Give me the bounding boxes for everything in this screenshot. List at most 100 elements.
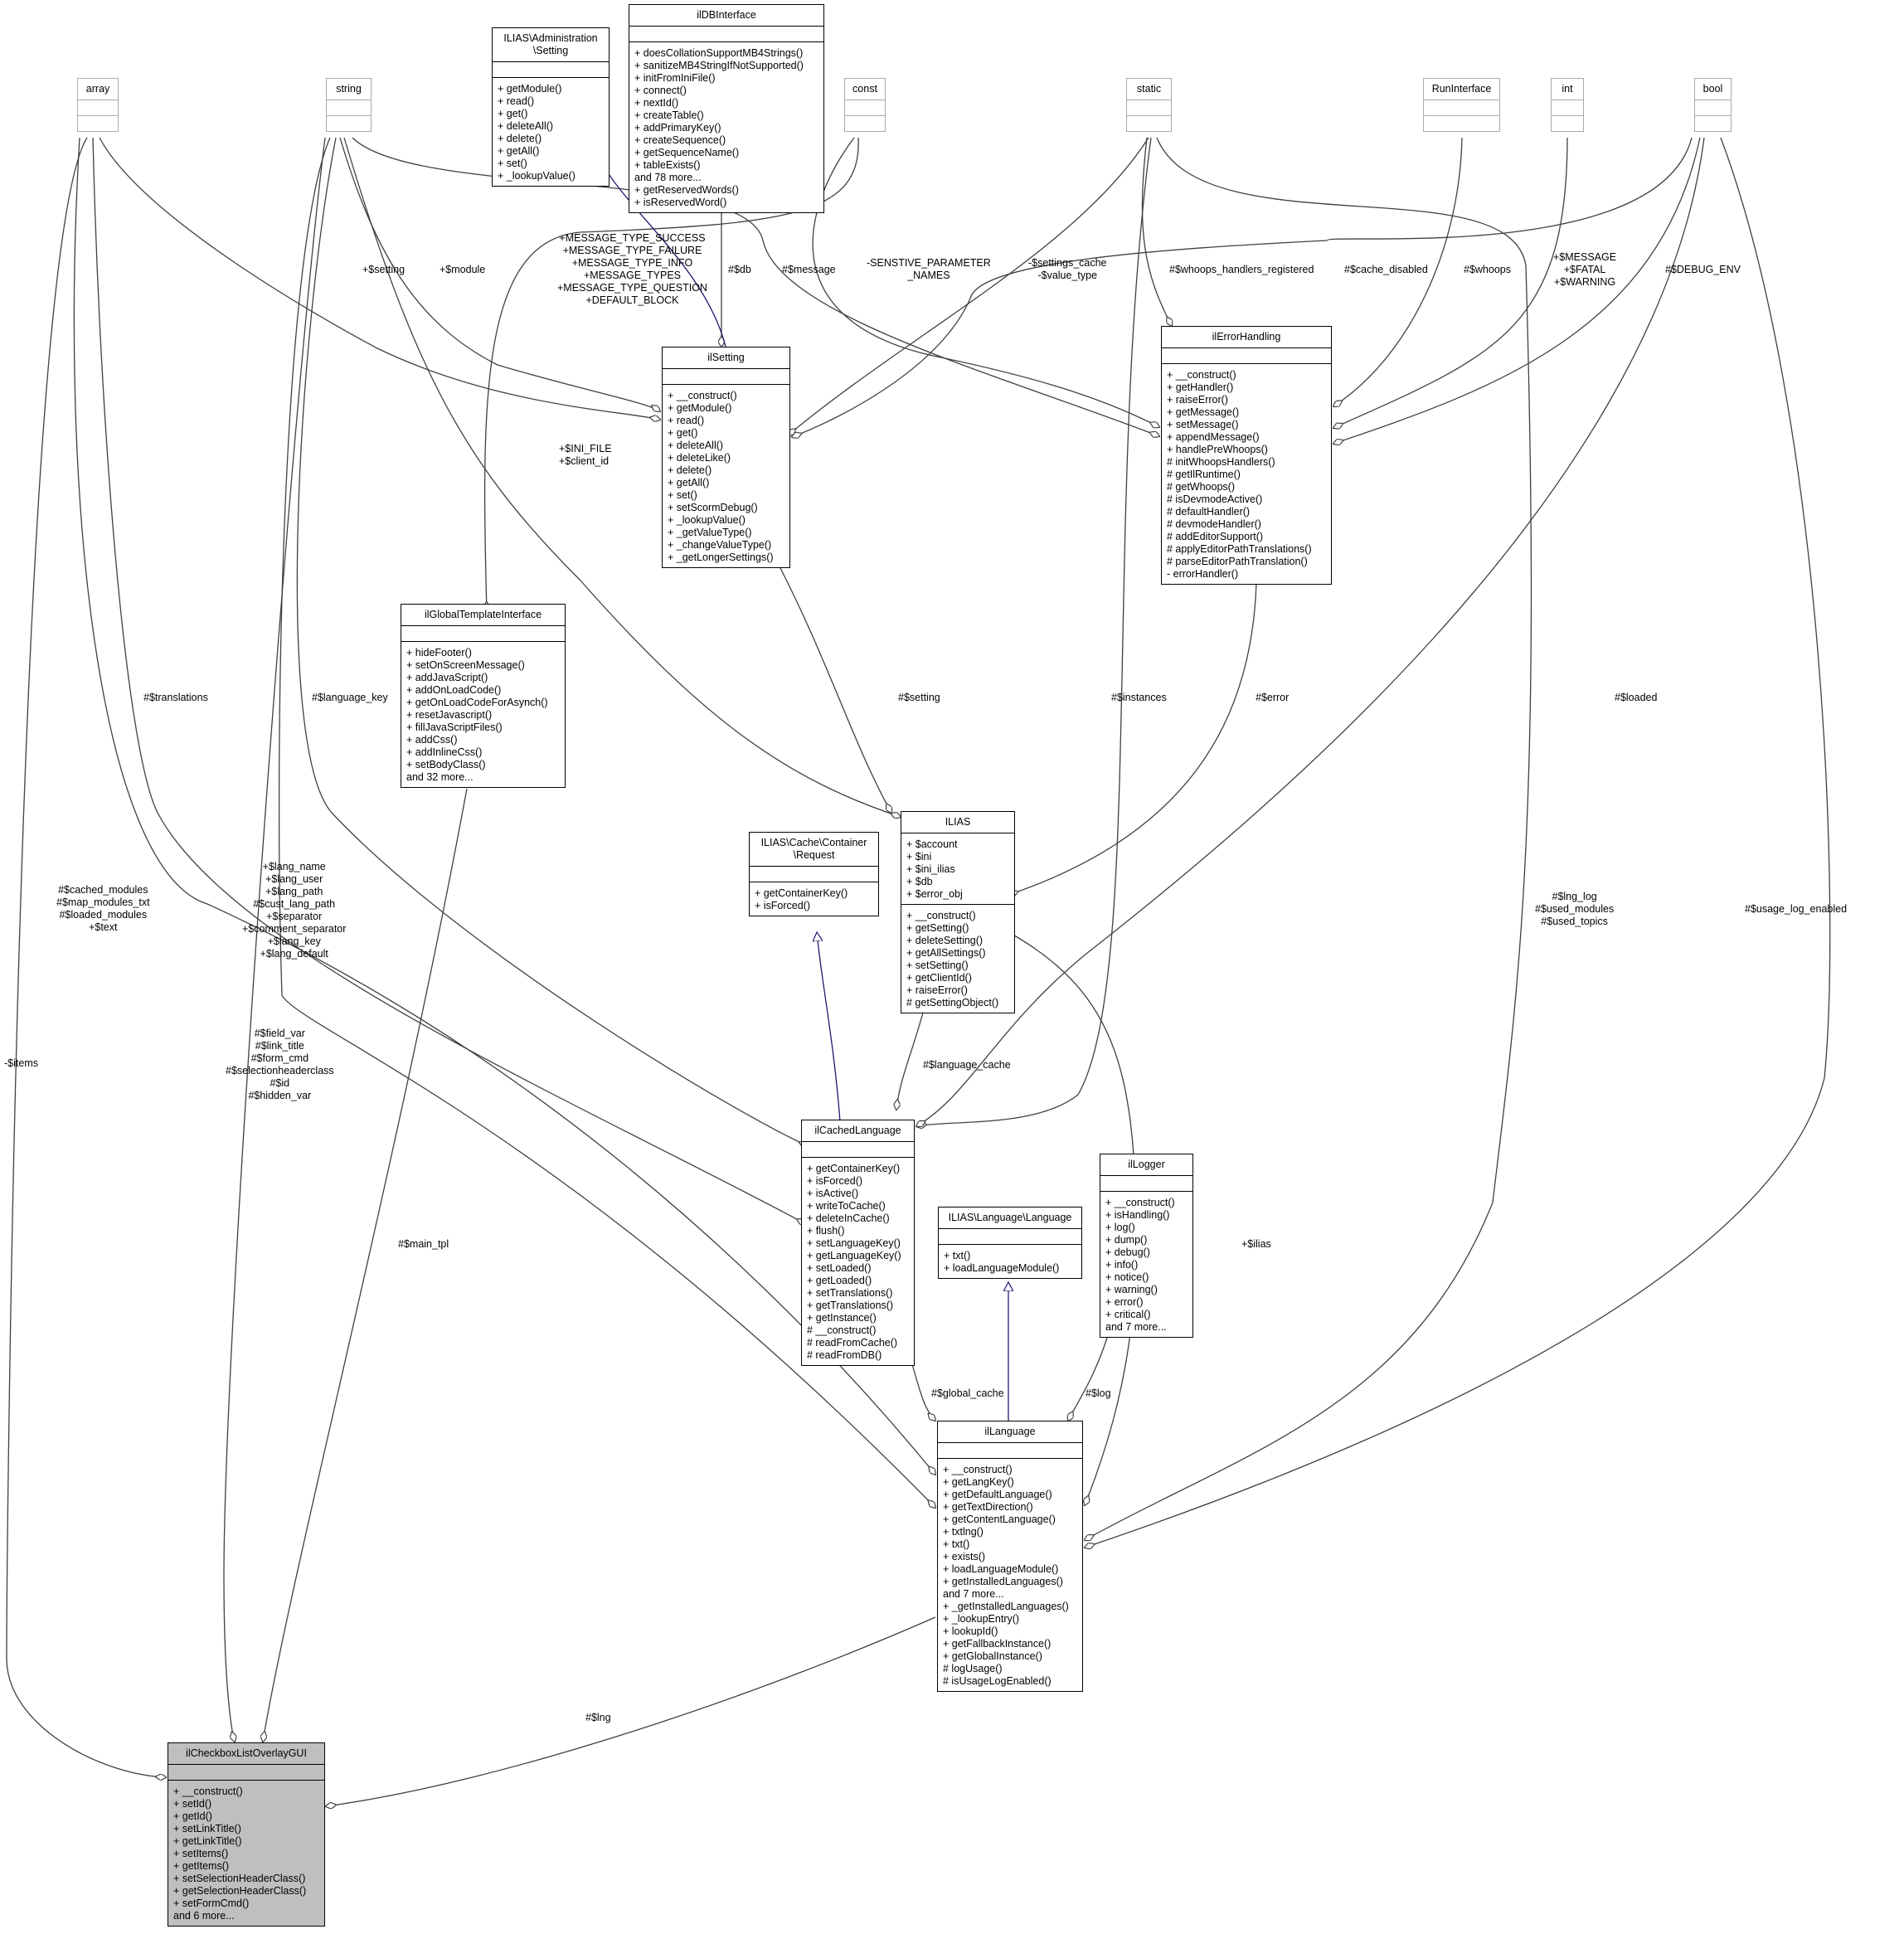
- class-member: # readFromCache(): [807, 1337, 898, 1348]
- edge-logger-illanguage: [1068, 1337, 1108, 1421]
- class-member: + getAll(): [498, 145, 540, 157]
- class-member: + deleteAll(): [498, 120, 554, 132]
- edge-label-loaded: #$loaded: [1615, 692, 1658, 703]
- node-title: bool: [1702, 83, 1723, 95]
- class-member: + _getLongerSettings(): [668, 552, 774, 563]
- edge-bool-usage: [1085, 137, 1831, 1548]
- edge-label-module: +$module: [440, 264, 486, 275]
- class-member: + sanitizeMB4StringIfNotSupported(): [634, 60, 804, 71]
- node-title: ILIAS: [945, 816, 971, 828]
- class-member: + getLoaded(): [807, 1275, 872, 1286]
- class-member: + getClientId(): [906, 972, 972, 984]
- node-const[interactable]: const: [844, 78, 886, 132]
- edge-static-lnglog: [1085, 137, 1532, 1540]
- class-member: + setId(): [173, 1798, 212, 1810]
- class-member: + __construct(): [1105, 1197, 1175, 1208]
- class-member: + appendMessage(): [1167, 431, 1260, 443]
- node-static[interactable]: static: [1126, 78, 1172, 132]
- class-member: + _getValueType(): [668, 527, 752, 538]
- class-member: + delete(): [668, 464, 712, 476]
- node-setting-interface[interactable]: ILIAS\Administration \Setting + getModul…: [492, 27, 610, 187]
- class-member: + setTranslations(): [807, 1287, 893, 1299]
- node-title: RunInterface: [1431, 83, 1492, 95]
- edge-int-message: [1333, 137, 1568, 428]
- node-cache-request[interactable]: ILIAS\Cache\Container \Request + getCont…: [749, 832, 879, 916]
- class-member: + delete(): [498, 133, 542, 144]
- class-member: + error(): [1105, 1296, 1144, 1308]
- edge-label-settings-cache: -$settings_cache -$value_type: [1028, 257, 1107, 281]
- node-title: ilDBInterface: [697, 9, 756, 21]
- node-string[interactable]: string: [326, 78, 372, 132]
- class-member: + debug(): [1105, 1246, 1150, 1258]
- node-ilias[interactable]: ILIAS + $account+ $ini+ $ini_ilias+ $db+…: [901, 811, 1015, 1013]
- edge-label-message: #$message: [782, 264, 836, 275]
- edge-label-lng-log: #$lng_log #$used_modules #$used_topics: [1535, 891, 1615, 927]
- node-cachedlanguage[interactable]: ilCachedLanguage + getContainerKey()+ is…: [801, 1120, 915, 1366]
- class-member: + getInstalledLanguages(): [943, 1576, 1063, 1587]
- class-member: + set(): [498, 158, 527, 169]
- edge-cachedlang-illanguage: [911, 1363, 935, 1421]
- node-title: static: [1136, 83, 1162, 95]
- class-member: + __construct(): [1167, 369, 1236, 381]
- class-member: + loadLanguageModule(): [943, 1563, 1059, 1575]
- edge-static-whoops: [1141, 137, 1172, 326]
- class-member: + getModule(): [498, 83, 562, 95]
- class-member: + _lookupValue(): [668, 514, 746, 526]
- node-title: int: [1562, 83, 1573, 95]
- node-illogger[interactable]: ilLogger + __construct()+ isHandling()+ …: [1100, 1154, 1193, 1338]
- edge-bool-cache: [792, 137, 1693, 437]
- node-title: ilErrorHandling: [1212, 331, 1281, 343]
- edge-label-field-var: #$field_var #$link_title #$form_cmd #$se…: [226, 1028, 334, 1101]
- class-member: + getGlobalInstance(): [943, 1650, 1042, 1662]
- node-runinterface[interactable]: RunInterface: [1423, 78, 1500, 132]
- class-member: + $ini: [906, 851, 932, 863]
- edge-const-msgtypes: [485, 137, 859, 612]
- edge-label-items: -$items: [4, 1057, 38, 1069]
- node-array[interactable]: array: [77, 78, 119, 132]
- class-member: + setOnScreenMessage(): [406, 659, 525, 671]
- edge-label-language-key: #$language_key: [312, 692, 388, 703]
- edge-label-debug-env: #$DEBUG_ENV: [1665, 264, 1741, 275]
- class-member: + getLinkTitle(): [173, 1835, 242, 1847]
- node-int[interactable]: int: [1551, 78, 1584, 132]
- edge-setting-ilias: [779, 566, 891, 813]
- class-member: + __construct(): [668, 390, 737, 401]
- class-member: # logUsage(): [943, 1663, 1003, 1674]
- method-list: + __construct()+ getModule()+ read()+ ge…: [663, 384, 789, 567]
- edge-string-langname: [278, 137, 935, 1508]
- node-language-interface[interactable]: ILIAS\Language\Language + txt()+ loadLan…: [938, 1207, 1082, 1279]
- method-list: + __construct()+ getLangKey()+ getDefaul…: [938, 1458, 1082, 1691]
- class-member: + fillJavaScriptFiles(): [406, 722, 503, 733]
- node-bool[interactable]: bool: [1694, 78, 1732, 132]
- node-errorhandling[interactable]: ilErrorHandling + __construct()+ getHand…: [1161, 326, 1332, 585]
- node-checkbox-overlay-gui[interactable]: ilCheckboxListOverlayGUI + __construct()…: [168, 1742, 325, 1927]
- class-member: + critical(): [1105, 1309, 1151, 1320]
- node-title: ilGlobalTemplateInterface: [424, 609, 542, 620]
- edge-label-sensitive: -SENSTIVE_PARAMETER _NAMES: [867, 257, 991, 281]
- class-member: + dump(): [1105, 1234, 1148, 1246]
- class-member: # parseEditorPathTranslation(): [1167, 556, 1308, 567]
- class-member: + lookupId(): [943, 1625, 998, 1637]
- class-member: + $account: [906, 838, 958, 850]
- class-member: + setFormCmd(): [173, 1898, 250, 1909]
- edge-bool-debug: [1333, 137, 1701, 444]
- node-ilsetting[interactable]: ilSetting + __construct()+ getModule()+ …: [662, 347, 790, 568]
- node-globaltemplate[interactable]: ilGlobalTemplateInterface + hideFooter()…: [401, 604, 566, 788]
- class-member: + getMessage(): [1167, 406, 1240, 418]
- edge-string-field: [223, 137, 326, 1742]
- class-member: + getTranslations(): [807, 1300, 894, 1311]
- class-member: + getOnLoadCodeForAsynch(): [406, 697, 548, 708]
- node-illanguage[interactable]: ilLanguage + __construct()+ getLangKey()…: [937, 1421, 1083, 1692]
- class-member: + deleteAll(): [668, 440, 724, 451]
- class-member: + getAllSettings(): [906, 947, 986, 959]
- class-member: + isForced(): [755, 900, 811, 911]
- class-member: + __construct(): [906, 910, 976, 921]
- class-member: # __construct(): [807, 1324, 877, 1336]
- node-title: ilSetting: [707, 352, 745, 363]
- class-member: # getSettingObject(): [906, 997, 999, 1008]
- class-member: + exists(): [943, 1551, 986, 1562]
- class-member: # initWhoopsHandlers(): [1167, 456, 1275, 468]
- class-member: + getItems(): [173, 1860, 230, 1872]
- class-member: + getAll(): [668, 477, 710, 488]
- node-db-interface[interactable]: ilDBInterface + doesCollationSupportMB4S…: [629, 4, 824, 213]
